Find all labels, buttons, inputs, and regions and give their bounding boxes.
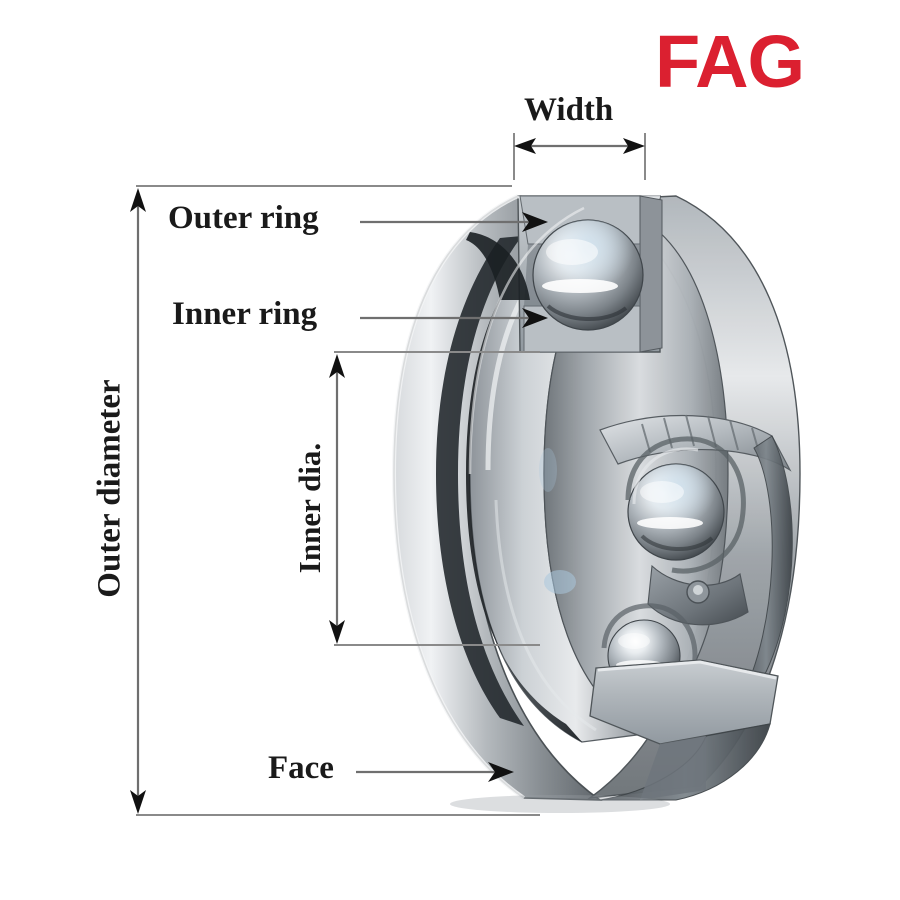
fag-logo: FAG <box>655 24 895 100</box>
label-inner-diameter: Inner dia. <box>292 442 327 574</box>
leader-inner-ring <box>360 308 548 328</box>
leader-outer-ring <box>360 212 548 232</box>
dimension-outer-diameter <box>130 185 540 816</box>
label-width: Width <box>524 92 614 128</box>
label-inner-ring: Inner ring <box>172 296 318 332</box>
leader-face <box>356 762 514 782</box>
bearing-cage-assembly <box>589 414 793 801</box>
fag-logo-text: FAG <box>655 20 805 103</box>
dimension-inner-diameter <box>329 351 540 646</box>
bearing-ball-top <box>532 219 644 331</box>
dimension-width <box>513 133 646 180</box>
bearing-ball-middle <box>627 463 725 561</box>
label-face: Face <box>268 750 334 786</box>
label-outer-ring: Outer ring <box>168 200 319 236</box>
bearing-face-edge <box>391 194 670 813</box>
bearing-raceway-groove <box>436 204 586 742</box>
annotation-lines <box>130 133 646 816</box>
label-outer-diameter: Outer diameter <box>91 379 128 598</box>
